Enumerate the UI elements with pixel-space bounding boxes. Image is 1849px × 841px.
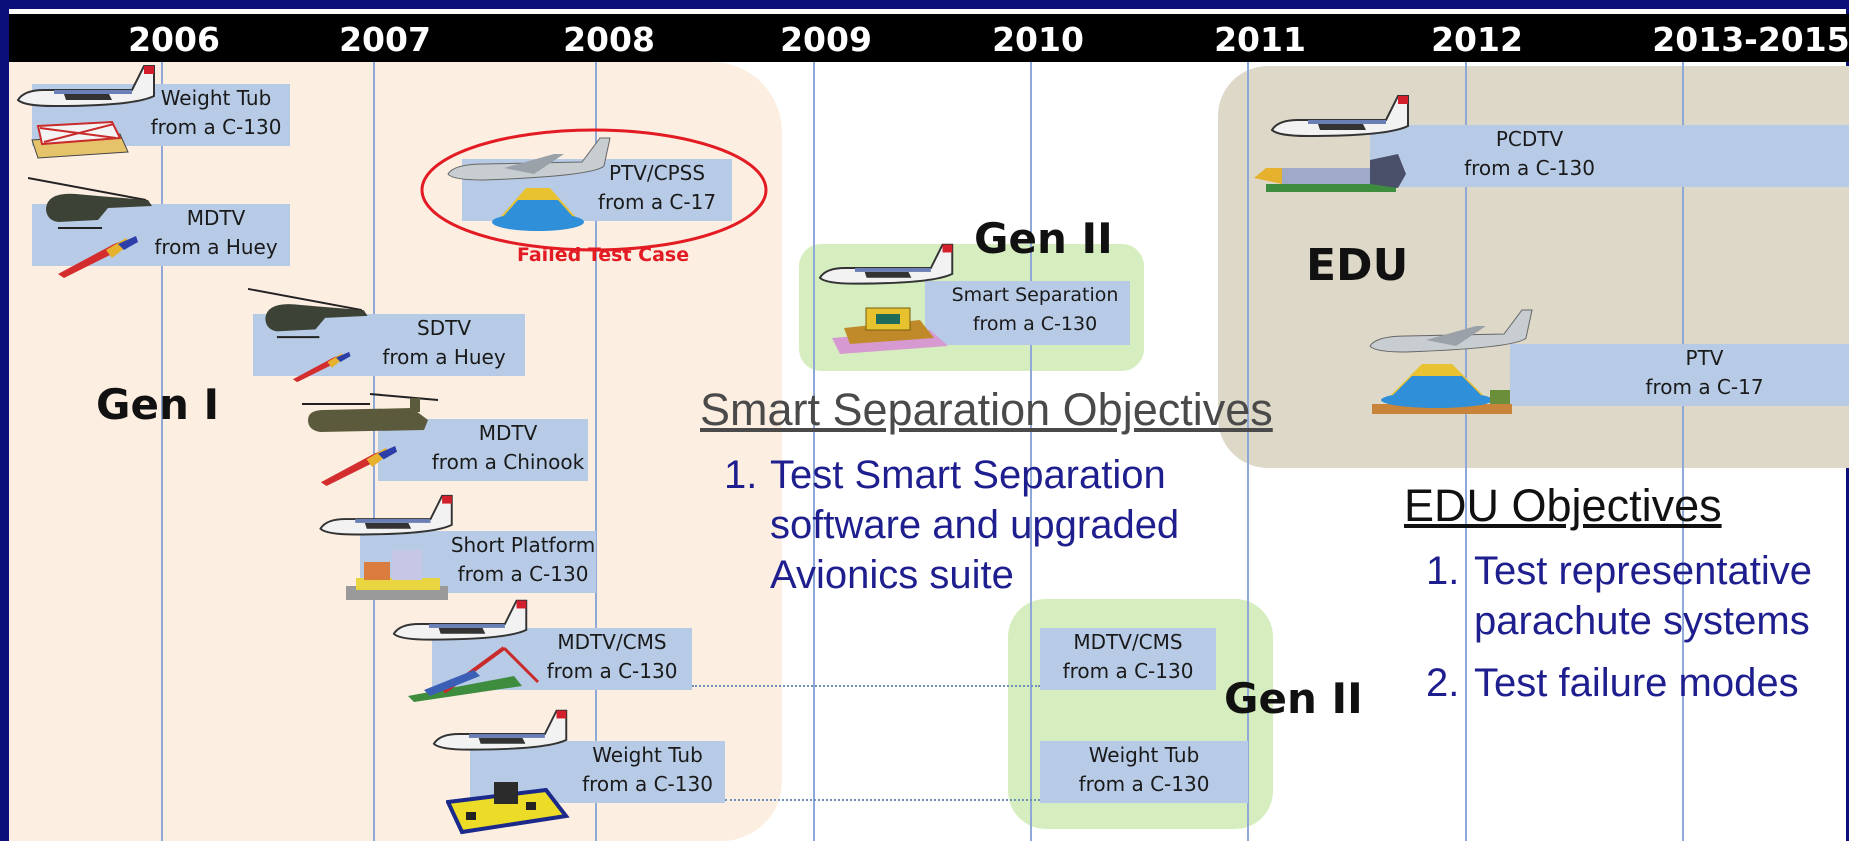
year-label: 2011 — [1214, 20, 1306, 59]
year-label: 2012 — [1431, 20, 1523, 59]
huey-helicopter-icon — [248, 287, 368, 339]
year-gridline — [1682, 62, 1684, 841]
c130-plane-icon — [1270, 95, 1409, 138]
gen2-top-label: Gen II — [974, 214, 1113, 263]
huey-helicopter-icon — [28, 177, 152, 229]
weight-tub-icon — [446, 782, 570, 835]
smart-separation-platform-icon — [832, 307, 948, 354]
short-platform-icon — [346, 550, 448, 600]
year-label: 2009 — [780, 20, 872, 59]
timeline-year-bar — [9, 14, 1849, 62]
gen2-bottom-label: Gen II — [1224, 674, 1363, 723]
smart-separation-objective-item: 1. Test Smart Separation software and up… — [724, 453, 1180, 597]
year-label: 2006 — [128, 20, 220, 59]
year-label: 2013-2015 — [1652, 20, 1849, 59]
gen1-label: Gen I — [96, 380, 220, 429]
edu-objective-item: 1. Test representative parachute systems — [1426, 549, 1812, 643]
c130-plane-icon — [392, 599, 528, 641]
year-gridline — [1247, 62, 1249, 841]
year-gridline — [813, 62, 815, 841]
year-label: 2010 — [992, 20, 1084, 59]
edu-label: EDU — [1306, 240, 1409, 291]
failed-test-case-label: Failed Test Case — [517, 244, 690, 266]
c130-plane-icon — [16, 65, 155, 108]
c130-plane-icon — [432, 709, 568, 751]
c17-plane-icon — [1369, 309, 1533, 353]
year-label: 2007 — [339, 20, 431, 59]
year-gridline — [595, 62, 597, 841]
edu-objective-item: 2. Test failure modes — [1426, 661, 1799, 705]
year-gridline — [1465, 62, 1467, 841]
mdtv-cms-ramp-icon — [408, 646, 540, 702]
weight-tub-connector — [725, 799, 1040, 801]
pcdtv-vehicle-icon — [1254, 154, 1406, 192]
year-gridline — [161, 62, 163, 841]
c130-plane-icon — [319, 494, 453, 536]
year-label: 2008 — [563, 20, 655, 59]
failed-test-ellipse — [420, 128, 768, 252]
mdtv-dart-icon — [320, 446, 398, 486]
chinook-helicopter-icon — [302, 393, 439, 432]
sdtv-dart-icon — [292, 351, 351, 383]
year-gridline — [1030, 62, 1032, 841]
edu-objectives-title: EDU Objectives — [1404, 480, 1722, 531]
mdtv-dart-icon — [58, 236, 138, 278]
weight-tub-icon — [31, 120, 129, 159]
year-gridline — [373, 62, 375, 841]
mdtv-cms-connector — [692, 685, 1040, 687]
ptv-capsule-icon — [492, 188, 584, 231]
c17-plane-icon — [447, 137, 611, 181]
c130-plane-icon — [818, 243, 954, 285]
smart-separation-objectives-title: Smart Separation Objectives — [700, 384, 1273, 435]
ptv-capsule-icon — [1372, 364, 1512, 414]
